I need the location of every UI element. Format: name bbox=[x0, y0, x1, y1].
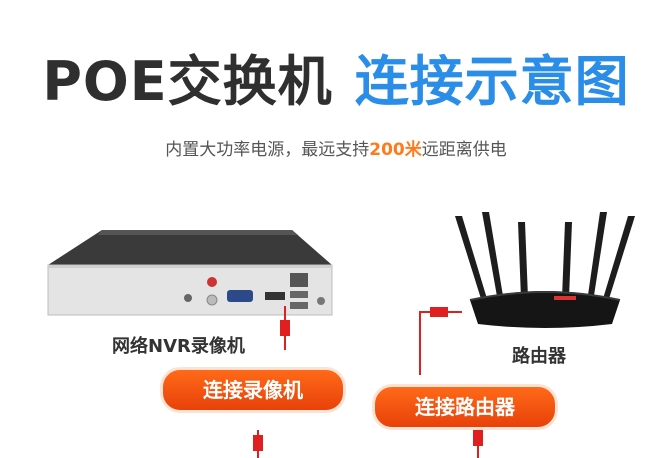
nvr-device-image bbox=[47, 230, 333, 316]
subtitle-highlight: 200米 bbox=[369, 140, 422, 160]
title-part-1: POE交换机 bbox=[42, 50, 333, 113]
rj45-plug-router-icon bbox=[430, 307, 448, 317]
router-image bbox=[455, 212, 635, 328]
usb-port-1-icon bbox=[290, 291, 308, 298]
rj45-plug-bottom-right-icon bbox=[473, 430, 483, 446]
router-label: 路由器 bbox=[512, 346, 566, 367]
page-title: POE交换机连接示意图 bbox=[0, 50, 672, 114]
subtitle-text-after: 远距离供电 bbox=[421, 140, 507, 160]
rj45-plug-nvr-icon bbox=[280, 320, 290, 336]
audio-port-red-icon bbox=[207, 277, 217, 287]
hdmi-port-icon bbox=[265, 292, 285, 300]
lan-port-icon bbox=[290, 273, 308, 287]
nvr-label: 网络NVR录像机 bbox=[112, 336, 245, 357]
subtitle-text-before: 内置大功率电源，最远支持 bbox=[165, 140, 370, 160]
connect-nvr-button[interactable]: 连接录像机 bbox=[160, 367, 346, 413]
rj45-plug-bottom-left-icon bbox=[253, 435, 263, 451]
router-logo-icon bbox=[554, 296, 576, 300]
reset-button-icon bbox=[184, 294, 192, 302]
power-button-icon bbox=[317, 297, 325, 305]
title-part-2: 连接示意图 bbox=[354, 50, 630, 113]
vga-port-icon bbox=[227, 290, 253, 302]
usb-port-2-icon bbox=[290, 302, 308, 309]
subtitle: 内置大功率电源，最远支持200米远距离供电 bbox=[0, 138, 672, 162]
audio-port-white-icon bbox=[206, 294, 218, 306]
connect-router-button[interactable]: 连接路由器 bbox=[372, 384, 558, 430]
